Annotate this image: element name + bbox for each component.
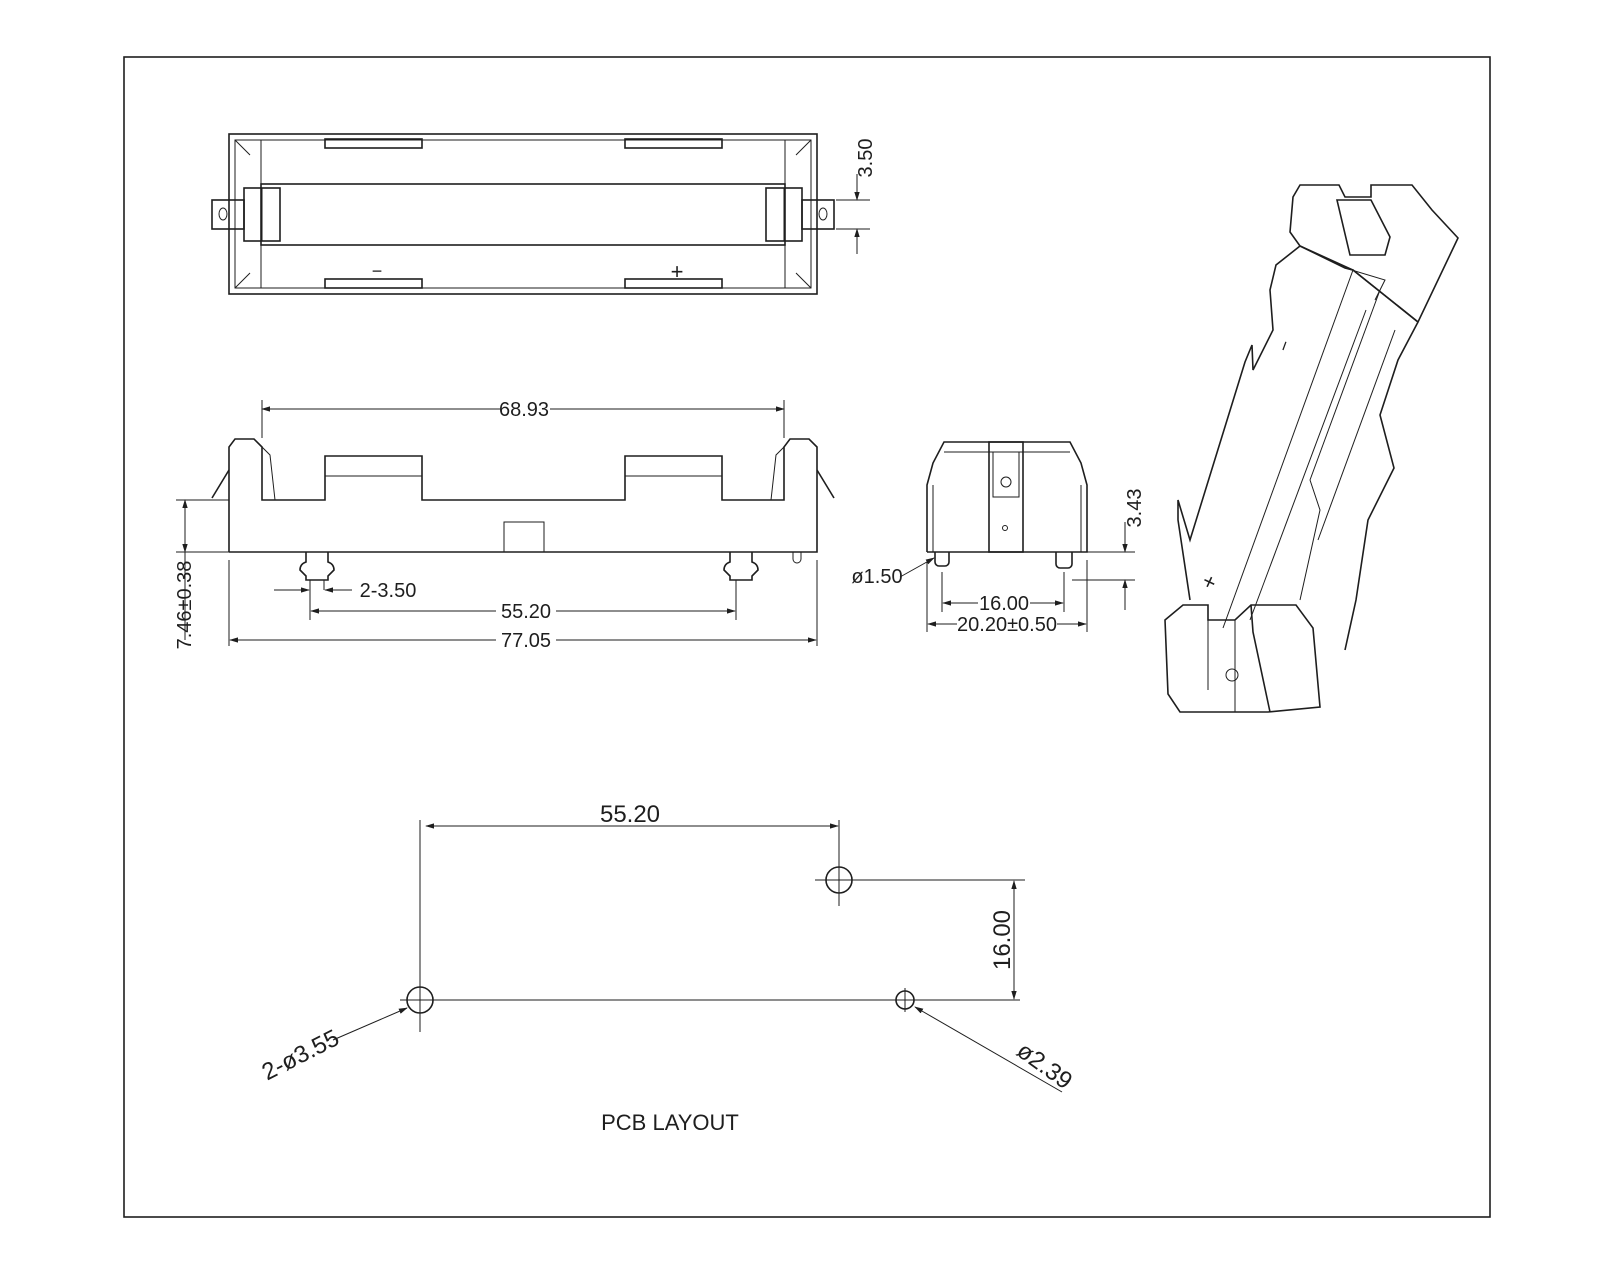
pcb-dim-y: 16.00 (989, 910, 1016, 970)
dim-pin-spacing: 55.20 (501, 601, 551, 623)
positive-symbol: + (671, 259, 684, 284)
front-view: 68.93 7.46±0.38 2-3.50 55.20 77.05 (174, 399, 835, 652)
side-view: ø1.50 16.00 20.20±0.50 3.43 (851, 441, 1146, 636)
pcb-dim-x: 55.20 (600, 801, 660, 828)
dim-pin-diameter: 2-3.50 (360, 580, 417, 602)
top-view: − + 3.50 (211, 133, 877, 295)
dim-side-pin-diameter: ø1.50 (851, 566, 902, 588)
dim-side-pin-spacing: 16.00 (979, 593, 1029, 615)
dim-overall-length: 77.05 (501, 630, 551, 652)
pcb-hole-small-label: ø2.39 (1012, 1037, 1078, 1095)
dim-front-height: 7.46±0.38 (174, 561, 196, 650)
iso-positive-symbol: + (1195, 571, 1223, 593)
dim-side-width: 20.20±0.50 (957, 614, 1057, 636)
drawing-border (123, 56, 1491, 1218)
negative-symbol: − (372, 261, 383, 281)
pcb-layout-title: PCB LAYOUT (601, 1110, 739, 1135)
pcb-layout: 55.20 16.00 2-ø3.55 ø2.39 PCB LAYOUT (258, 801, 1078, 1135)
iso-negative-symbol: − (1273, 338, 1295, 355)
pcb-hole-large-label: 2-ø3.55 (258, 1025, 344, 1087)
isometric-view: − + (1164, 184, 1459, 713)
dim-front-span: 68.93 (499, 399, 549, 421)
dim-top-height: 3.50 (855, 139, 877, 178)
dim-side-pin-length: 3.43 (1124, 489, 1146, 528)
